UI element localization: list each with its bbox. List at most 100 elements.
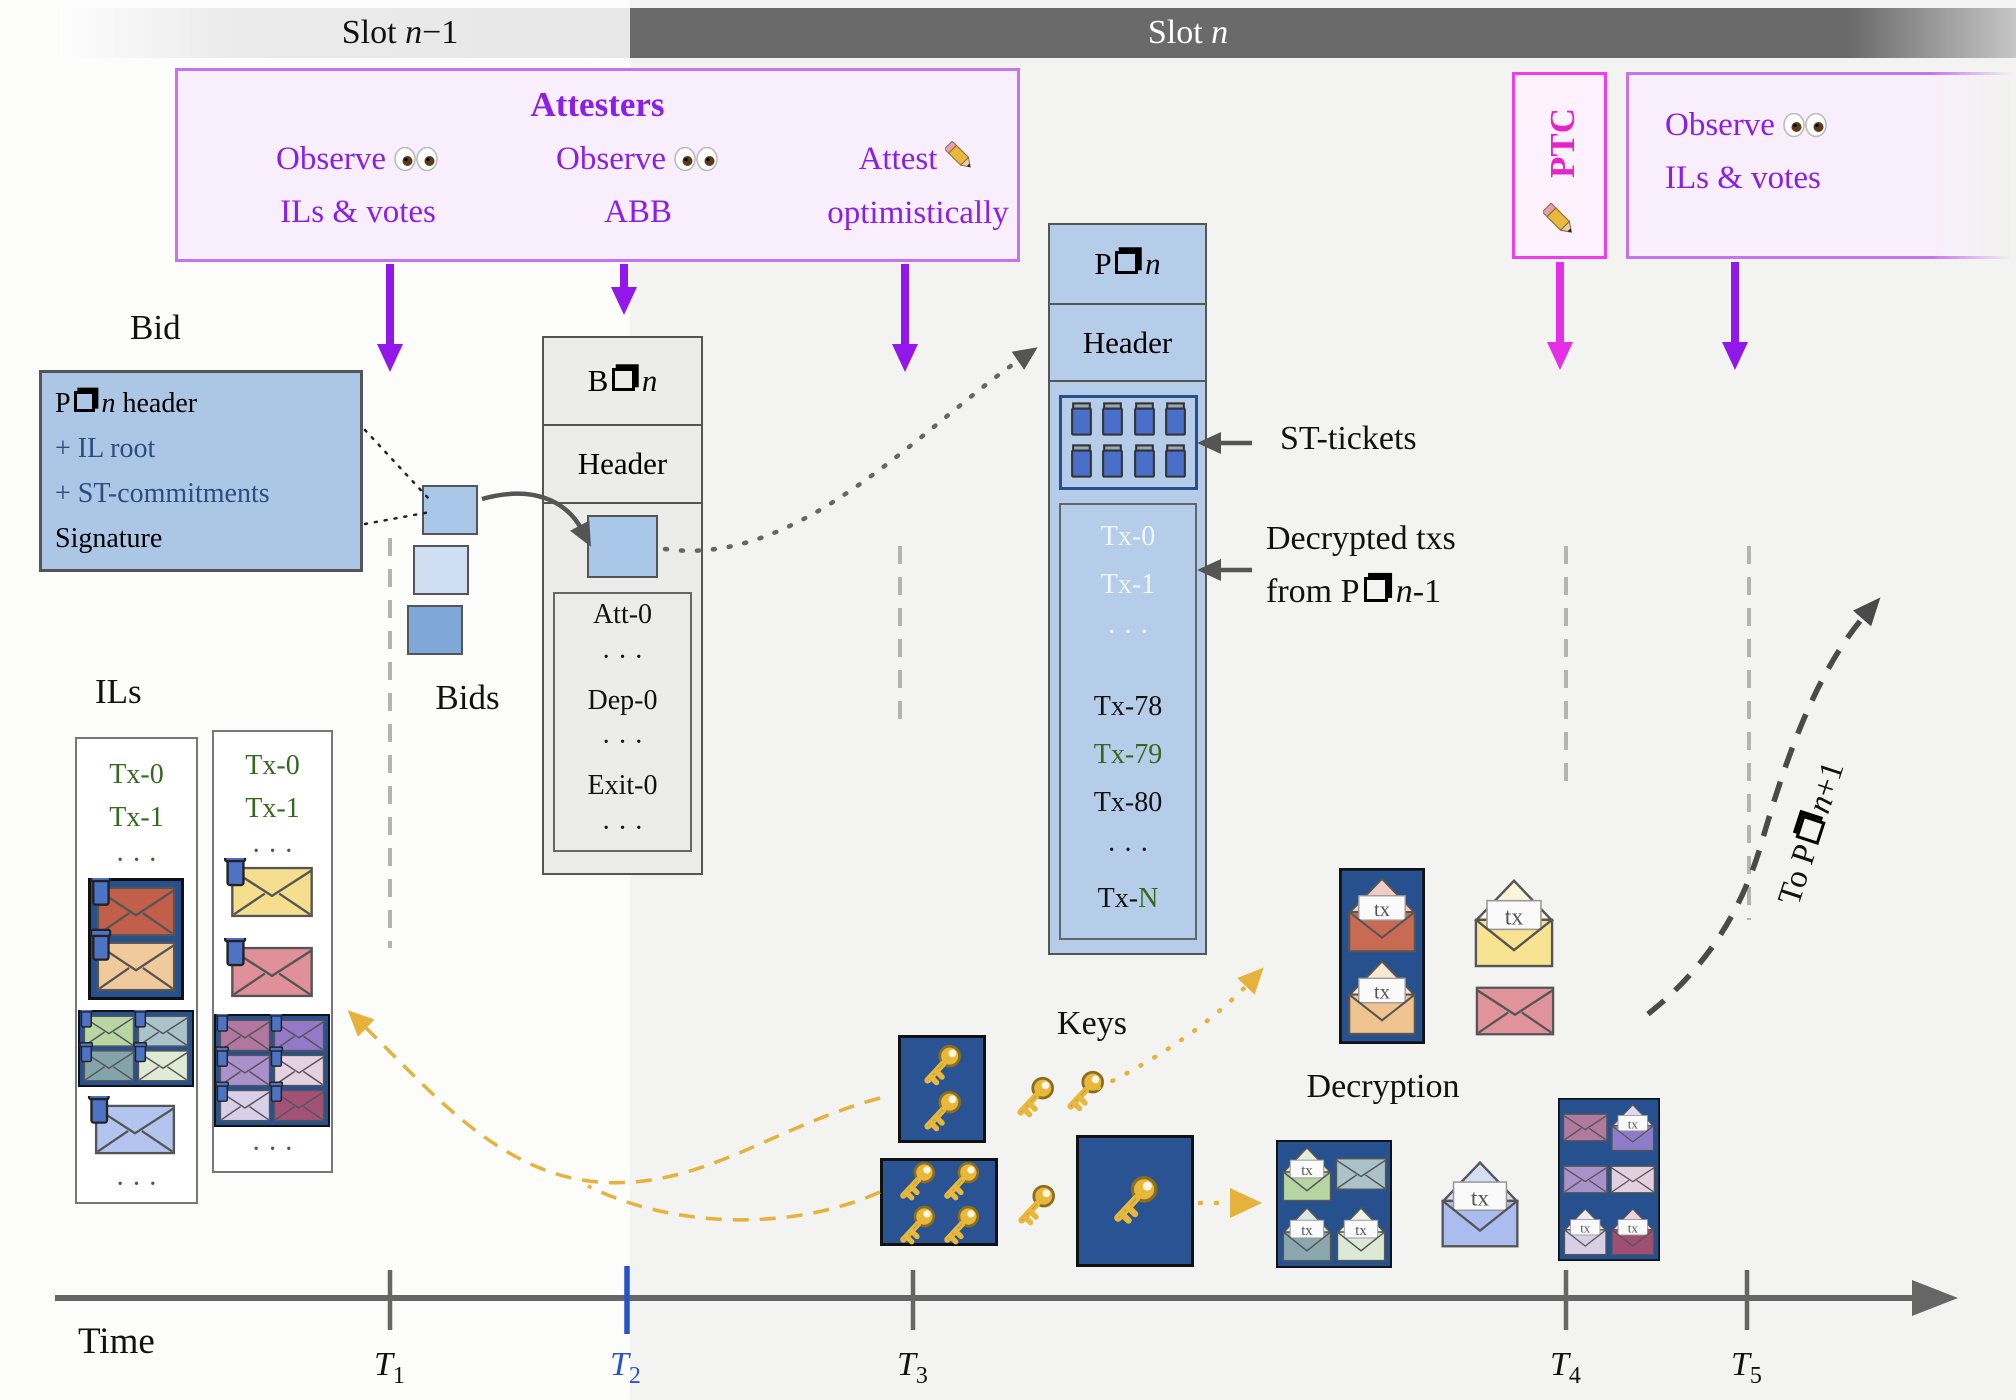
svg-text:tx: tx: [1301, 1163, 1313, 1179]
tx-row: Tx-0: [1100, 521, 1156, 552]
tx-row: · · ·: [1107, 617, 1149, 648]
tx-row: Tx-1: [109, 802, 164, 833]
slot-current-bar: Slot n: [630, 8, 2016, 58]
p-block-header: Header: [1050, 303, 1205, 382]
key-icon: [1063, 1070, 1107, 1114]
keys-label: Keys: [1057, 1005, 1127, 1042]
st-ticket-icon: [1163, 443, 1188, 484]
bid-label: Bid: [130, 308, 181, 347]
timeline-label-t4: T4: [1550, 1346, 1581, 1389]
svg-text:tx: tx: [1471, 1186, 1489, 1212]
bid-link-dots: [363, 428, 432, 526]
svg-text:tx: tx: [1580, 1221, 1591, 1235]
tx-row: Tx-0: [245, 750, 300, 781]
key-icon: [920, 1044, 964, 1088]
b-block-bid-square: [587, 515, 658, 578]
bids-label: Bids: [435, 678, 500, 717]
st-tickets-box: [1059, 395, 1198, 490]
observer-right-text: Observe ILs & votes: [1649, 100, 1965, 203]
il-list-2-more: · · ·: [251, 1134, 294, 1165]
eyes-icon: [1783, 103, 1829, 153]
tx-row: · · ·: [601, 812, 644, 844]
block-square-icon: [73, 390, 96, 412]
decryption-label: Decryption: [1306, 1068, 1460, 1105]
keys-box-1: [1076, 1135, 1194, 1267]
st-ticket-icon: [1100, 401, 1125, 442]
envelope-group: [78, 1007, 194, 1087]
envelope-group: [1467, 978, 1563, 1044]
ptc-label: PTC: [1543, 108, 1582, 178]
block-square-icon: [612, 367, 636, 391]
envelope-group: [222, 853, 322, 926]
st-ticket-icon: [1132, 443, 1157, 484]
pencil-icon: [944, 138, 977, 188]
key-icon: [920, 1090, 964, 1134]
il-list-1-more: · · ·: [115, 1169, 158, 1200]
bid-row-il-root: + IL root: [55, 433, 156, 464]
tx-row: · · ·: [1107, 835, 1149, 866]
st-ticket-icon: [1132, 401, 1157, 442]
ils-label: ILs: [95, 672, 142, 711]
tx-row: · · ·: [601, 727, 644, 759]
tx-row: · · ·: [115, 845, 158, 876]
bid-square-3: [407, 605, 463, 655]
svg-text:tx: tx: [1301, 1223, 1313, 1239]
timeline-label-t5: T5: [1731, 1346, 1762, 1389]
key-icon: [896, 1161, 938, 1203]
eyes-icon: [674, 137, 720, 187]
eyes-icon: [394, 137, 440, 187]
svg-text:tx: tx: [1374, 899, 1390, 921]
slot-prev-bar: Slot n−1: [60, 8, 630, 58]
tx-row: Tx-79: [1093, 739, 1163, 770]
b-block-header: Header: [544, 424, 701, 504]
st-ticket-icon: [1069, 401, 1094, 442]
svg-text:tx: tx: [1374, 982, 1390, 1004]
timeline-label-t3: T3: [897, 1346, 928, 1389]
envelope-group: [88, 873, 184, 1000]
envelope-group: tx: [1431, 1150, 1529, 1258]
bid-row-signature: Signature: [55, 523, 163, 554]
svg-text:tx: tx: [1628, 1221, 1639, 1235]
svg-text:tx: tx: [1628, 1117, 1639, 1131]
st-ticket-icon: [1069, 443, 1094, 484]
keys-box-2: [898, 1035, 986, 1143]
bid-square-2: [413, 545, 469, 595]
keys-box-4: [880, 1158, 998, 1246]
time-label: Time: [78, 1321, 155, 1362]
envelope-group: tx: [1464, 868, 1564, 978]
block-square-icon: [1115, 250, 1139, 274]
key-icon: [1013, 1076, 1057, 1120]
envelope-group: [214, 1011, 330, 1127]
tx-row: Tx-1: [1100, 569, 1156, 600]
envelope-group: [222, 933, 322, 1006]
block-square-icon: [1363, 577, 1389, 602]
observer-right-box: Observe ILs & votes: [1626, 72, 2016, 259]
tx-row: Tx-78: [1093, 691, 1163, 722]
ptc-box: PTC: [1512, 72, 1607, 259]
tx-row: Tx-0: [109, 759, 164, 790]
tx-row: Tx-1: [245, 793, 300, 824]
svg-text:tx: tx: [1505, 905, 1524, 931]
attesters-col-observe-ils: Observe ILs & votes: [213, 134, 503, 237]
tx-row: · · ·: [251, 836, 294, 867]
key-icon: [1014, 1184, 1058, 1228]
pencil-icon: [1541, 202, 1579, 244]
bid-square-1: [422, 485, 478, 535]
attesters-col-observe-abb: Observe ABB: [493, 134, 783, 237]
st-tickets-label: ST-tickets: [1280, 420, 1417, 457]
b-block-body: Att-0· · ·Dep-0· · ·Exit-0· · ·: [553, 592, 692, 852]
bid-row-st-commitments: + ST-commitments: [55, 478, 270, 509]
block-square-icon: [1795, 814, 1826, 846]
slot-prev-label: Slot n−1: [341, 14, 459, 51]
key-icon: [1109, 1175, 1161, 1227]
envelope-group: tx tx tx: [1558, 1098, 1660, 1261]
